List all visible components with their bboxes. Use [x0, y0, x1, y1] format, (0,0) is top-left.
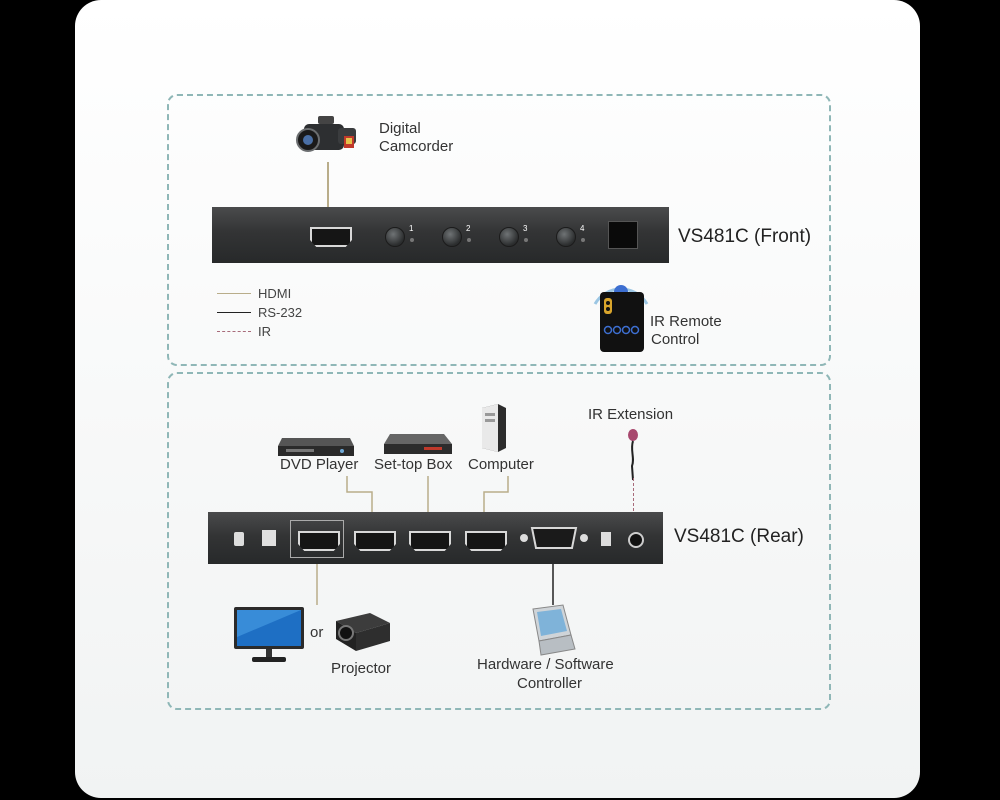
hdmi-output-port [298, 531, 340, 551]
legend-hdmi-line [217, 293, 251, 294]
computer-label: Computer [468, 456, 534, 473]
or-label: or [310, 624, 324, 641]
port-3-number: 3 [523, 224, 528, 233]
hdmi-input-2-port [409, 531, 451, 551]
front-panel-frame [167, 94, 831, 366]
hdmi-input-3-port [465, 531, 507, 551]
port-2-number: 2 [466, 224, 471, 233]
power-switch[interactable] [234, 532, 244, 546]
port-4-number: 4 [580, 224, 585, 233]
front-title: VS481C (Front) [678, 226, 812, 247]
hdmi-input-1-port [354, 531, 396, 551]
port-1-button[interactable] [385, 227, 405, 247]
remote-control-icon [600, 292, 644, 352]
port-3-button[interactable] [499, 227, 519, 247]
port-3-led [524, 238, 528, 242]
camcorder-label-line2: Camcorder [379, 138, 454, 155]
ir-extension-wire [633, 478, 634, 536]
rs232-port [520, 527, 588, 549]
rear-title: VS481C (Rear) [674, 526, 804, 547]
ir-extension-jack [628, 532, 644, 548]
legend-ir-line [217, 331, 251, 332]
output-port-frame [290, 520, 344, 558]
remote-label-line1: IR Remote [650, 313, 722, 330]
projector-label: Projector [331, 660, 392, 677]
port-4-button[interactable] [556, 227, 576, 247]
remote-label-line2: Control [651, 331, 700, 348]
power-jack [262, 530, 276, 546]
ir-mode-switch[interactable] [601, 532, 611, 546]
dvd-player-label: DVD Player [280, 456, 359, 473]
computer-tower-icon [482, 404, 506, 452]
diagram-card [75, 0, 920, 798]
controller-label-line1: Hardware / Software [477, 656, 614, 673]
port-4-led [581, 238, 585, 242]
monitor-icon [234, 607, 304, 662]
controller-device-icon [532, 604, 576, 656]
port-2-led [467, 238, 471, 242]
port-2-button[interactable] [442, 227, 462, 247]
port-1-led [410, 238, 414, 242]
set-top-box-icon [384, 434, 452, 454]
vs481c-rear-unit [208, 512, 663, 564]
legend-ir-label: IR [258, 324, 271, 339]
legend-hdmi-label: HDMI [258, 286, 292, 301]
dvd-player-icon [278, 438, 354, 456]
camcorder-icon [296, 116, 356, 152]
rear-panel-frame [167, 372, 831, 710]
ir-extension-label: IR Extension [588, 406, 674, 423]
front-hdmi-port [310, 227, 352, 247]
legend-serial-label: RS-232 [258, 305, 303, 320]
ir-extender-icon [628, 429, 638, 481]
legend-serial-line [217, 312, 251, 313]
ir-receiver-window [608, 221, 638, 249]
camcorder-hdmi-wire [327, 162, 329, 224]
port-1-number: 1 [409, 224, 414, 233]
controller-label-line2: Controller [517, 675, 583, 692]
projector-icon [336, 613, 390, 651]
vs481c-front-unit: 1 2 3 4 [212, 207, 669, 263]
set-top-box-label: Set-top Box [374, 456, 453, 473]
camcorder-label-line1: Digital [379, 120, 421, 137]
